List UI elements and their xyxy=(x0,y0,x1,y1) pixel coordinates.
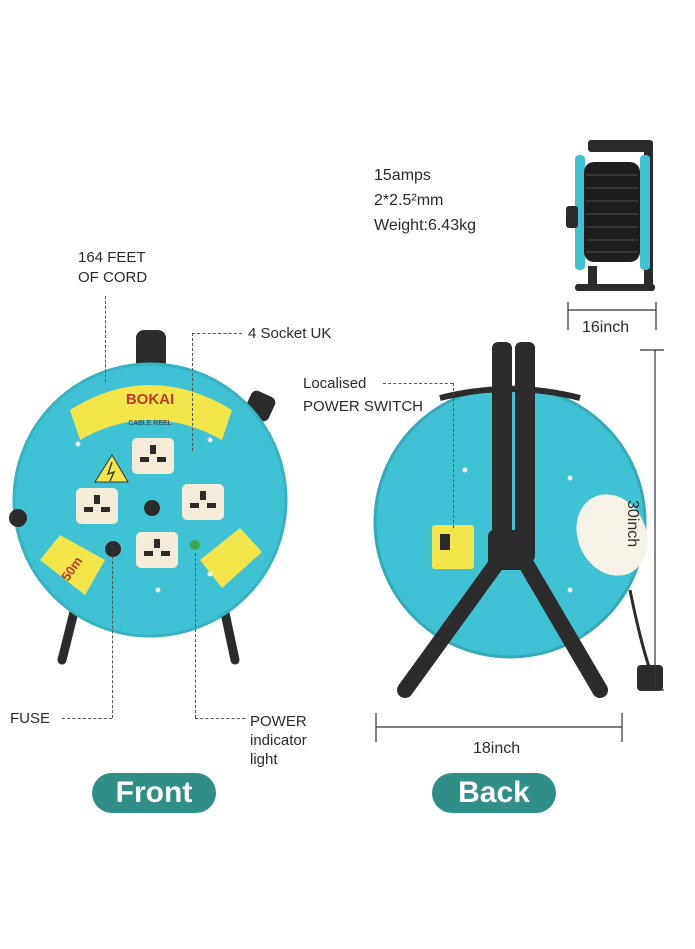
cable-spec: 2*2.5²mm xyxy=(374,192,444,209)
cord-label-line2: OF CORD xyxy=(78,269,148,286)
switch-callout-line-h xyxy=(383,383,453,384)
switch-callout-line-v xyxy=(453,383,454,528)
socket-callout-line-v xyxy=(192,333,193,451)
back-view-badge: Back xyxy=(432,773,556,813)
fuse-callout-line-v xyxy=(112,556,113,718)
power-callout-line-v xyxy=(195,553,196,718)
brand-subtitle: CABLE REEL xyxy=(128,420,171,427)
back-reel xyxy=(373,342,663,698)
socket-label: 4 Socket UK xyxy=(248,325,332,342)
brand-logo: BOKAI xyxy=(126,391,174,408)
amps-spec: 15amps xyxy=(374,167,431,184)
cord-callout-line xyxy=(105,296,106,382)
cord-label-line1: 164 FEET xyxy=(78,249,146,266)
power-label-line3: light xyxy=(250,751,278,768)
power-label-line1: POWER xyxy=(250,713,307,730)
power-callout-line-h xyxy=(195,718,245,719)
side-view-reel xyxy=(566,140,655,291)
height-dimension: 30inch xyxy=(624,500,641,548)
width-dimension: 18inch xyxy=(473,740,521,757)
weight-spec: Weight:6.43kg xyxy=(374,217,476,234)
dimension-lines xyxy=(375,349,664,742)
front-view-badge: Front xyxy=(92,773,216,813)
power-label-line2: indicator xyxy=(250,732,307,749)
switch-label-line2: POWER SWITCH xyxy=(303,398,423,415)
depth-dimension-line xyxy=(567,302,657,330)
fuse-callout-line-h xyxy=(62,718,112,719)
switch-label-line1: Localised xyxy=(303,375,367,392)
fuse-label: FUSE xyxy=(10,710,51,727)
depth-dimension: 16inch xyxy=(582,319,630,336)
socket-callout-line-h xyxy=(192,333,242,334)
front-reel: BOKAI CABLE REEL 50m xyxy=(9,330,288,665)
